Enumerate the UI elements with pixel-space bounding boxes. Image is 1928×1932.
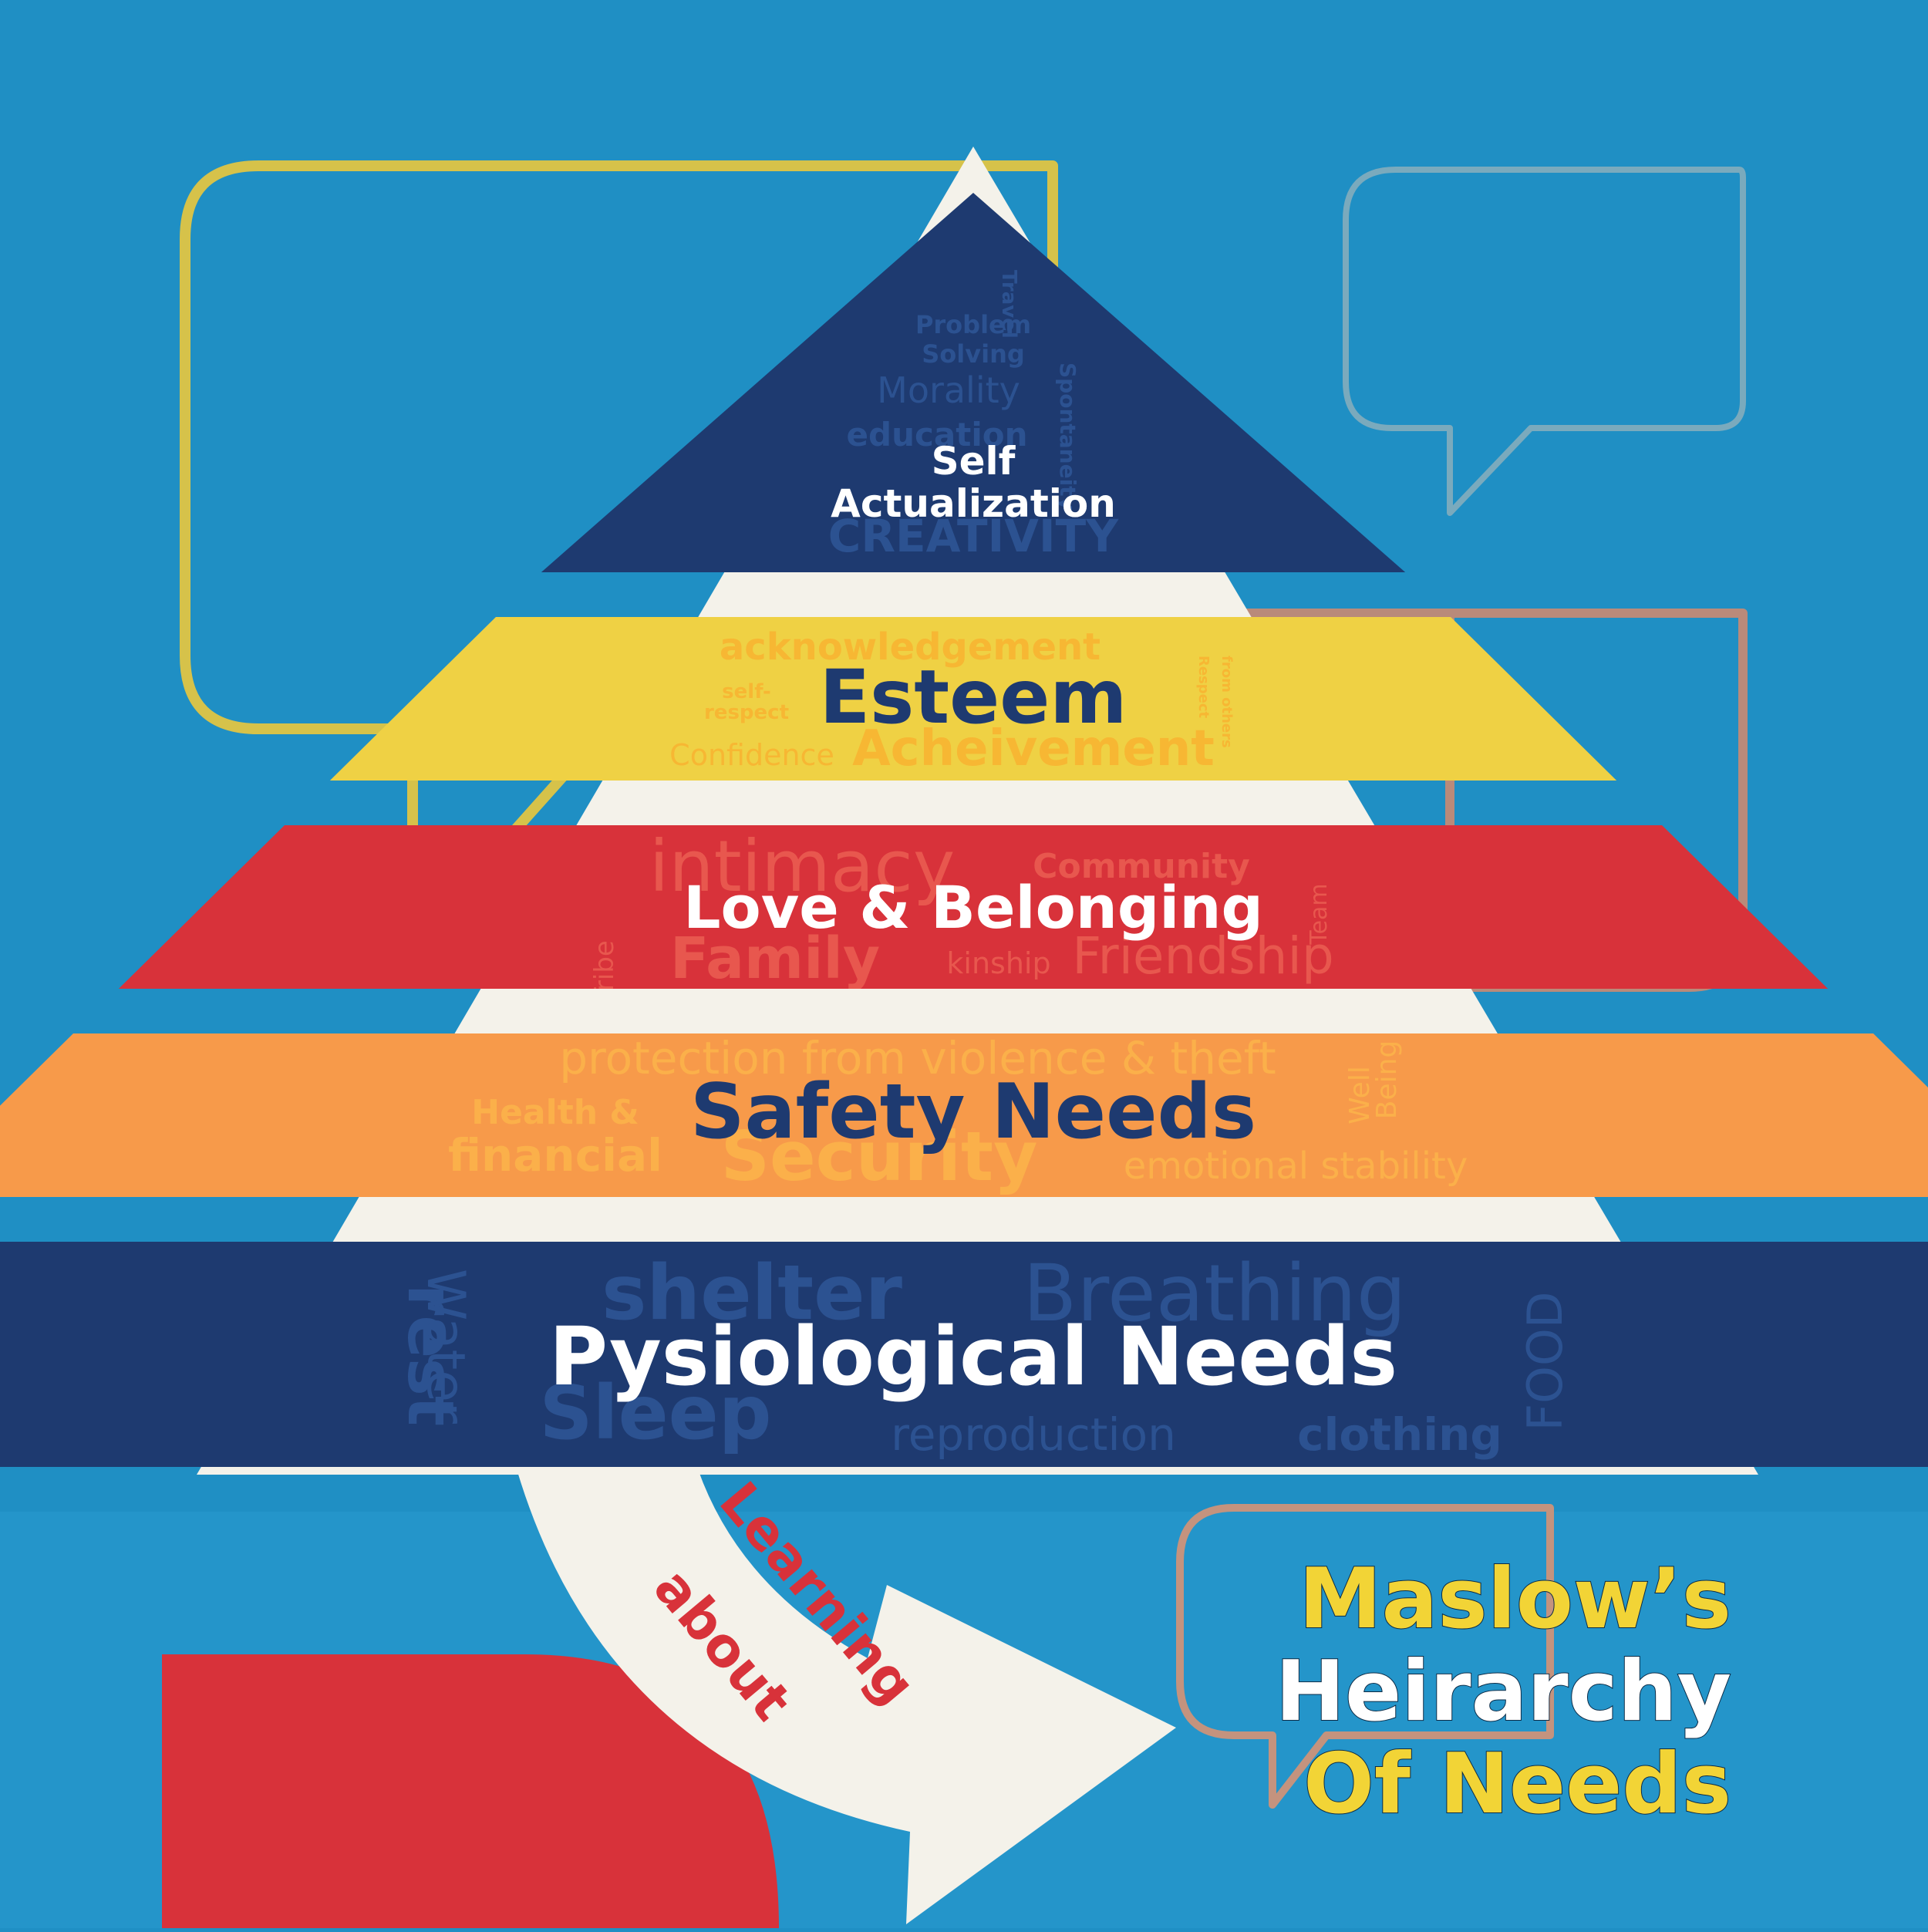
word-safety-3: Security [721,1117,1038,1196]
level-label-self-actualization-2: Actualization [831,481,1116,526]
word-self-actualization-6: CREATIVITY [828,510,1119,562]
title-line-1: Maslow’s [1299,1551,1731,1647]
word-physiological-6: clothing [1297,1408,1502,1461]
word-esteem-0: acknowledgement [720,625,1101,669]
pyramid-level-esteem: acknowledgement self-respect Respect from o… [329,617,1617,781]
word-safety-6: emotional stability [1124,1145,1468,1188]
word-physiological-3: Water [415,1269,476,1424]
word-physiological-4: Sleep [540,1370,772,1456]
word-safety-0: protection from violence & theft [559,1032,1276,1084]
red-corner-shape [162,1654,779,1928]
word-esteem-1: self- [722,680,771,703]
word-safety-4: Well [1344,1066,1376,1124]
word-self-actualization-3: Morality [877,369,1020,411]
word-safety-1: Health & [471,1093,639,1132]
word-cloud-esteem: acknowledgement self-respect Respect from o… [669,625,1235,777]
word-esteem-4: from others [1218,656,1235,748]
title-block: Maslow’s Heirarchy Of Needs [1275,1550,1732,1833]
level-label-safety: Safety Needs [690,1068,1256,1156]
title-line-2: Heirarchy [1276,1644,1731,1740]
word-physiological-7: FOOD [1517,1291,1573,1431]
word-love-belonging-4: Family [670,926,880,992]
small-brown-speech-bubble-icon [1176,1504,1554,1809]
yellow-speech-bubble-icon [180,160,1058,950]
word-love-belonging-0: intimacy [649,825,956,908]
word-love-belonging-3: Team [1306,883,1333,945]
word-love-belonging-1: Community [1033,847,1250,886]
word-self-actualization-5: Spontaneity [1055,362,1080,511]
pyramid-band-safety [0,1033,1928,1197]
word-love-belonging-5: kinship [946,946,1050,980]
word-esteem-5: Confidence [669,738,834,772]
level-label-self-actualization-1: Self [932,439,1016,484]
word-self-actualization-1: Problem [915,310,1031,339]
pyramid-band-love-belonging [118,825,1829,989]
word-love-belonging-2: Tribe [589,940,620,1004]
word-physiological-1: Breathing [1023,1248,1406,1340]
word-safety-2: financial [448,1129,662,1182]
word-esteem-3: Respect [1195,656,1212,719]
word-physiological-5: reproduction [891,1408,1176,1461]
word-esteem-2: respect [704,701,789,724]
level-label-physiological: Pysiological Needs [549,1310,1397,1404]
pyramid-band-self-actualization [541,193,1406,572]
word-love-belonging-6: Friendship [1072,926,1333,986]
word-safety-5: Being [1371,1040,1403,1120]
level-label-love-belonging: Love & Belonging [683,873,1263,942]
word-esteem-6: Acheivement [852,720,1215,777]
title-line-3: Of Needs [1303,1736,1731,1833]
curved-arrow-icon [517,1469,1176,1924]
word-physiological-0: shelter [602,1249,902,1337]
pyramid-band-esteem [329,617,1617,781]
word-physiological-2: rest [393,1284,467,1426]
word-self-actualization-2: Solving [922,339,1025,369]
word-self-actualization-4: education [847,416,1028,453]
word-self-actualization-0: Travel [997,270,1020,339]
faded-speech-bubble-icon [1343,167,1746,516]
pyramid-band-physiological [0,1242,1928,1467]
level-label-esteem: Esteem [820,654,1127,740]
